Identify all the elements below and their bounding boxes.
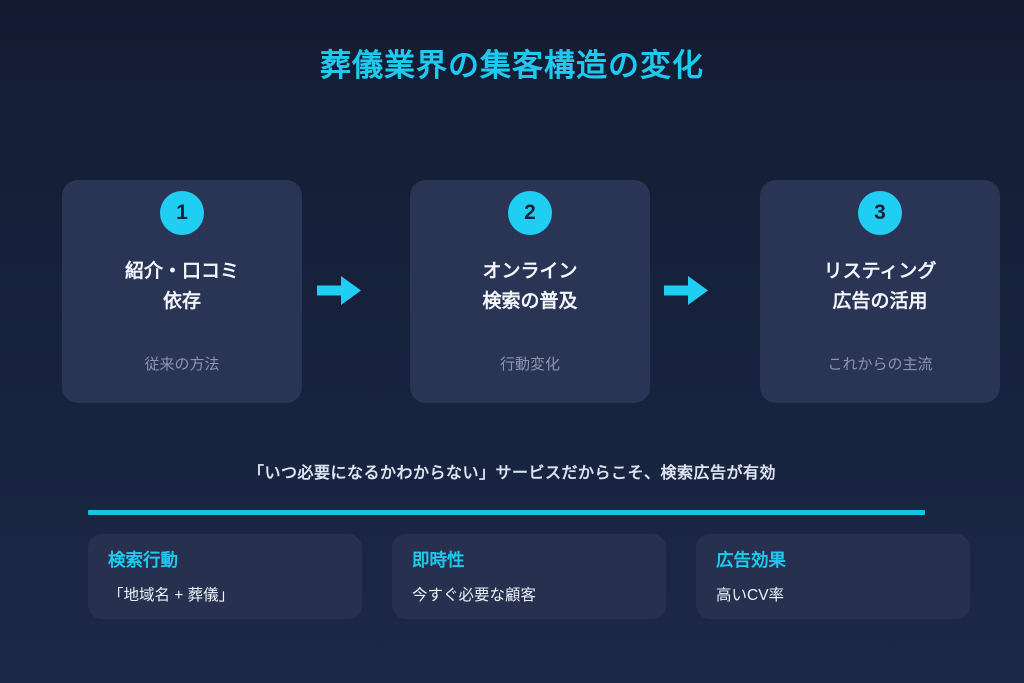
step-title: オンライン 検索の普及 <box>482 257 577 317</box>
highlight-sentence: 「いつ必要になるかわからない」サービスだからこそ、検索広告が有効 <box>247 465 776 482</box>
step-title-line1: リスティング <box>823 261 937 282</box>
step-number-badge: 1 <box>160 191 204 235</box>
divider-line <box>88 510 925 515</box>
step-title-line1: オンライン <box>482 261 578 282</box>
step-caption: 従来の方法 <box>144 356 220 373</box>
step-caption: これからの主流 <box>827 356 933 373</box>
benefit-card-ad-effect: 広告効果 高いCV率 <box>696 534 970 619</box>
benefit-heading: 広告効果 <box>716 550 786 570</box>
benefit-heading: 即時性 <box>412 550 465 570</box>
benefit-text: 「地域名 + 葬儀」 <box>108 587 235 604</box>
step-title-line1: 紹介・口コミ <box>124 261 239 282</box>
benefit-heading: 検索行動 <box>108 550 178 570</box>
benefit-text: 高いCV率 <box>716 587 785 604</box>
step-title-line2: 検索の普及 <box>482 291 578 312</box>
step-caption: 行動変化 <box>499 356 560 373</box>
step-title: リスティング 広告の活用 <box>824 257 937 317</box>
benefit-card-immediacy: 即時性 今すぐ必要な顧客 <box>392 534 666 619</box>
step-card-1: 1 紹介・口コミ 依存 従来の方法 <box>62 180 302 403</box>
step-title-line2: 依存 <box>162 291 201 312</box>
benefit-card-search-behavior: 検索行動 「地域名 + 葬儀」 <box>88 534 362 619</box>
step-title: 紹介・口コミ 依存 <box>125 257 239 317</box>
step-number-badge: 2 <box>508 191 552 235</box>
step-card-3: 3 リスティング 広告の活用 これからの主流 <box>760 180 1000 403</box>
benefit-text: 今すぐ必要な顧客 <box>412 587 537 604</box>
step-number-badge: 3 <box>858 191 902 235</box>
arrow-right-icon <box>317 276 361 305</box>
page-title: 葬儀業界の集客構造の変化 <box>320 48 704 83</box>
arrow-right-icon <box>664 276 708 305</box>
step-title-line2: 広告の活用 <box>832 291 928 312</box>
step-card-2: 2 オンライン 検索の普及 行動変化 <box>410 180 650 403</box>
